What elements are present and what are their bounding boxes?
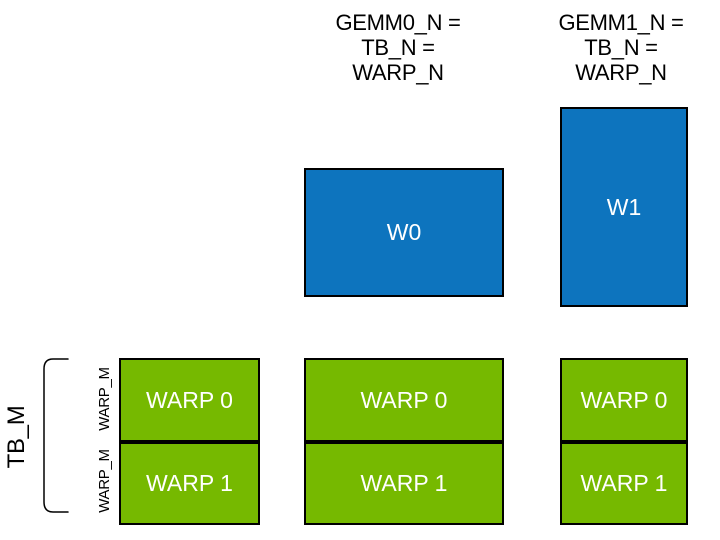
w0-box: W0: [304, 168, 504, 297]
gemm0-n-label-line1: GEMM0_N =: [335, 10, 461, 35]
warp-column-2: WARP 0 WARP 1: [304, 358, 504, 525]
warp-cell-label: WARP 1: [360, 470, 448, 496]
warp-cell-label: WARP 0: [146, 386, 233, 413]
gemm0-n-label-line2: TB_N =: [361, 35, 435, 60]
warp-cell: WARP 1: [119, 442, 260, 525]
w0-box-label: W0: [386, 219, 422, 245]
w1-box-label: W1: [606, 193, 642, 220]
warp-cell: WARP 0: [119, 358, 260, 442]
warp-column-3: WARP 0 WARP 1: [560, 358, 688, 525]
w1-box: W1: [560, 107, 688, 307]
gemm1-n-label-line1: GEMM1_N =: [558, 10, 684, 35]
gemm0-n-label: GEMM0_N = TB_N = WARP_N: [298, 10, 498, 85]
warp-cell-label: WARP 0: [580, 386, 668, 413]
warp-cell-label: WARP 0: [360, 386, 448, 413]
warp-cell: WARP 0: [304, 358, 504, 442]
gemm1-n-label-line2: TB_N =: [584, 35, 658, 60]
warp-cell: WARP 1: [560, 442, 688, 525]
tb-m-label: TB_M: [3, 405, 30, 469]
tb-m-bracket: [43, 358, 69, 513]
warp-cell: WARP 1: [304, 442, 504, 525]
warp-cell: WARP 0: [560, 358, 688, 442]
warp-cell-label: WARP 1: [580, 470, 668, 496]
warp-cell-label: WARP 1: [146, 470, 233, 496]
warp-m-label-top: WARP_M: [96, 367, 113, 431]
warp-column-1: WARP 0 WARP 1: [119, 358, 260, 525]
gemm0-n-label-line3: WARP_N: [352, 60, 444, 85]
gemm1-n-label-line3: WARP_N: [575, 60, 667, 85]
gemm1-n-label: GEMM1_N = TB_N = WARP_N: [521, 10, 720, 85]
warp-m-label-bottom: WARP_M: [96, 449, 113, 513]
